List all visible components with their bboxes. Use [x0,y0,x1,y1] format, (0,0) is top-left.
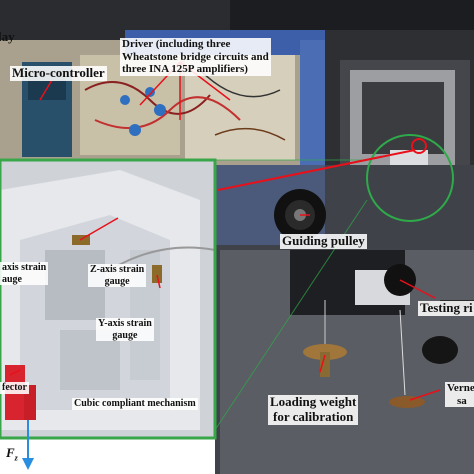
capacitor-4 [120,95,130,105]
capacitor-3 [145,87,155,97]
arrow-loading-weight [319,354,326,373]
label-end-effector: fector [0,382,29,394]
label-vernier: Verne sa [445,382,474,408]
wire-4 [214,127,286,141]
label-x-strain-gauge: axis strain auge [0,262,49,285]
label-vernier-line2: sa [457,394,467,407]
label-y-strain-gauge: Y-axis strain gauge [96,318,154,341]
arrow-testing-rig [399,279,436,299]
label-loading-weight-line1: Loading weight [270,394,357,409]
label-z-strain-gauge: Z-axis strain gauge [88,264,147,287]
label-x-strain-line2: auge [2,273,22,285]
arrow-z-gauge [79,217,119,241]
label-guiding-pulley: Guiding pulley [280,233,367,249]
label-driver-line1: Driver (including three [122,38,231,50]
label-testing-rig: Testing ri [418,300,474,316]
force-arrow-head [22,458,34,470]
loading-weight-body [320,352,330,377]
label-z-strain-line2: gauge [104,275,130,287]
arrow-to-rig-circle [217,149,416,191]
label-driver-line3: three INA 125P amplifiers) [122,63,248,76]
label-cubic-mechanism: Cubic compliant mechanism [72,398,198,410]
inset-red-end-effector-2 [24,385,36,420]
arrow-y-gauge [156,274,161,289]
wire-3 [199,69,281,98]
label-loading-weight: Loading weight for calibration [268,394,359,425]
label-driver: Driver (including three Wheatstone bridg… [120,38,271,76]
vernier-wire [399,309,406,396]
background-top-right [230,0,474,30]
vernier-sensor [422,336,458,364]
capacitor-2 [154,104,166,116]
label-force-subscript: z [14,453,18,463]
label-y-strain-line2: gauge [112,329,138,341]
arrow-microcontroller [39,79,53,101]
inset-y-gauge-patch [152,265,162,283]
label-z-strain-line1: Z-axis strain [90,264,145,275]
wire-2 [94,96,241,129]
label-y-strain-line1: Y-axis strain [98,318,152,329]
label-x-strain-line1: axis strain [2,262,47,273]
zoom-circle [366,134,454,222]
arrow-end-effector [9,369,21,376]
label-force: Fz [6,445,18,463]
label-relay: lay [0,29,15,44]
label-force-symbol: F [6,445,15,460]
rig-frame-inner [362,82,444,154]
inset-border [0,158,217,440]
capacitor-1 [129,124,141,136]
arrow-vernier [409,389,441,401]
wire-1 [84,81,211,115]
label-driver-line2: Wheatstone bridge circuits and [122,50,269,63]
label-microcontroller: Micro-controller [10,65,107,81]
label-vernier-line1: Verne [447,382,474,394]
small-red-circle [411,138,427,154]
label-loading-weight-line2: for calibration [273,408,354,424]
vernier-weight [389,396,425,408]
